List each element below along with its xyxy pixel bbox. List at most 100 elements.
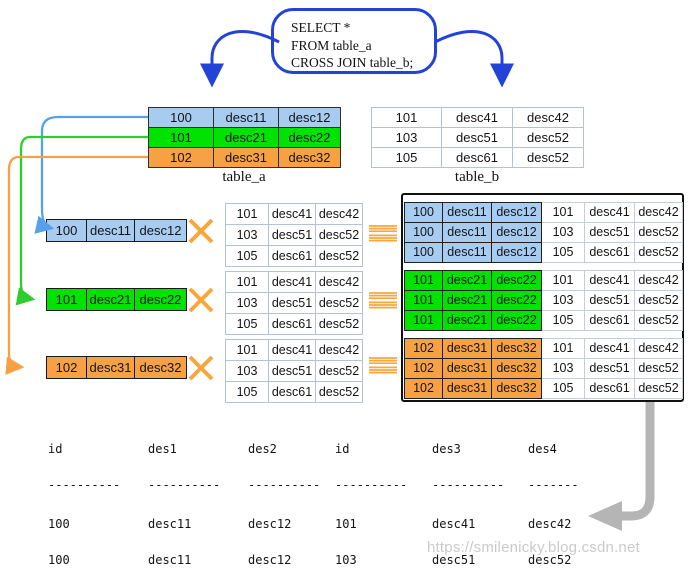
cell: desc22 (491, 270, 542, 291)
cell: desc61 (584, 242, 635, 263)
column-header: id (48, 442, 63, 456)
cell: 100 (404, 242, 443, 263)
column-header: des4 (528, 442, 557, 456)
cell: 105 (541, 242, 585, 263)
output-column-des2: des2 ---------- desc12 desc12 desc12 des… (248, 419, 320, 568)
cell: desc42 (512, 107, 584, 128)
cell: desc52 (315, 360, 363, 382)
cell: desc52 (315, 292, 363, 314)
cell: desc61 (268, 381, 316, 403)
cell: desc52 (634, 290, 683, 311)
cell: desc41 (268, 203, 316, 225)
arrow-query-to-table-b (434, 30, 514, 88)
column-dash: ---------- (432, 478, 505, 492)
cell: desc42 (315, 339, 363, 361)
cross-icon (188, 355, 214, 381)
sql-line: FROM table_a (291, 37, 372, 53)
cell: desc11 (86, 219, 135, 242)
output-column-id-a: id ---------- 100 100 100 101 101 101 10… (48, 419, 120, 568)
cell: desc52 (634, 222, 683, 243)
cell: desc51 (268, 360, 316, 382)
cell: 101 (371, 107, 442, 128)
equals-icon (369, 292, 397, 309)
output-value: 101 (335, 517, 357, 531)
cell: 101 (225, 339, 269, 361)
cell: desc22 (134, 288, 187, 311)
cell: 102 (46, 356, 87, 379)
column-header: des1 (148, 442, 177, 456)
output-value: desc52 (528, 553, 572, 567)
cross-icon (188, 287, 214, 313)
equals-icon (369, 357, 397, 374)
cell: 103 (371, 127, 442, 148)
cell: desc32 (134, 356, 187, 379)
cell: desc52 (315, 313, 363, 335)
cell: desc11 (213, 107, 279, 128)
cell: desc11 (442, 242, 492, 263)
output-column-des4: des4 ------- desc42 desc52 desc62 desc42… (528, 419, 579, 568)
cell: 100 (46, 219, 87, 242)
cell: 105 (371, 147, 442, 168)
column-header: id (335, 442, 350, 456)
equals-icon (369, 225, 397, 242)
cell: 101 (404, 310, 443, 331)
cell: 101 (541, 270, 585, 291)
cell: desc21 (442, 270, 492, 291)
cell: 101 (541, 202, 585, 223)
cell: desc31 (442, 338, 492, 359)
cell: desc31 (442, 378, 492, 399)
output-column-des3: des3 ---------- desc41 desc51 desc61 des… (432, 419, 504, 568)
cell: desc42 (634, 338, 683, 359)
cross-icon (188, 218, 214, 244)
cell: desc61 (584, 310, 635, 331)
output-value: desc41 (432, 517, 476, 531)
arrow-query-to-table-a (200, 30, 280, 88)
cell: desc41 (268, 271, 316, 293)
column-header: des3 (432, 442, 461, 456)
column-dash: ---------- (148, 478, 221, 492)
cell: desc51 (584, 358, 635, 379)
cell: desc42 (315, 271, 363, 293)
output-value: desc11 (148, 553, 192, 567)
cell: desc31 (213, 147, 279, 168)
cell: desc41 (441, 107, 513, 128)
output-column-des1: des1 ---------- desc11 desc11 desc11 des… (148, 419, 220, 568)
output-value: desc12 (248, 553, 292, 567)
cell: 105 (225, 245, 269, 267)
cell: 102 (404, 338, 443, 359)
cell: desc12 (491, 222, 542, 243)
sql-line: SELECT * (291, 20, 351, 35)
cell: desc52 (315, 224, 363, 246)
column-dash: ---------- (248, 478, 321, 492)
cell: desc52 (634, 378, 683, 399)
arrow-row1-to-blue-row (34, 115, 148, 234)
cell: 101 (225, 271, 269, 293)
cell: 102 (404, 378, 443, 399)
cell: desc61 (441, 147, 513, 168)
output-value: 100 (48, 517, 70, 531)
cell: 103 (541, 290, 585, 311)
cell: 101 (541, 338, 585, 359)
table-b-label: table_b (454, 169, 500, 185)
arrow-row3-to-orange-row (5, 155, 148, 375)
cell: desc52 (634, 242, 683, 263)
cell: desc52 (315, 245, 363, 267)
cell: 101 (225, 203, 269, 225)
output-value: desc51 (432, 553, 476, 567)
cell: desc21 (442, 310, 492, 331)
cell: desc11 (442, 202, 492, 223)
sql-line: CROSS JOIN table_b; (291, 55, 414, 70)
column-dash: ---------- (48, 478, 121, 492)
cell: desc22 (278, 127, 341, 148)
table-a-label: table_a (222, 169, 266, 185)
cell: 100 (404, 202, 443, 223)
cell: desc52 (634, 358, 683, 379)
watermark: https://smilenicky.blog.csdn.net (427, 539, 640, 556)
